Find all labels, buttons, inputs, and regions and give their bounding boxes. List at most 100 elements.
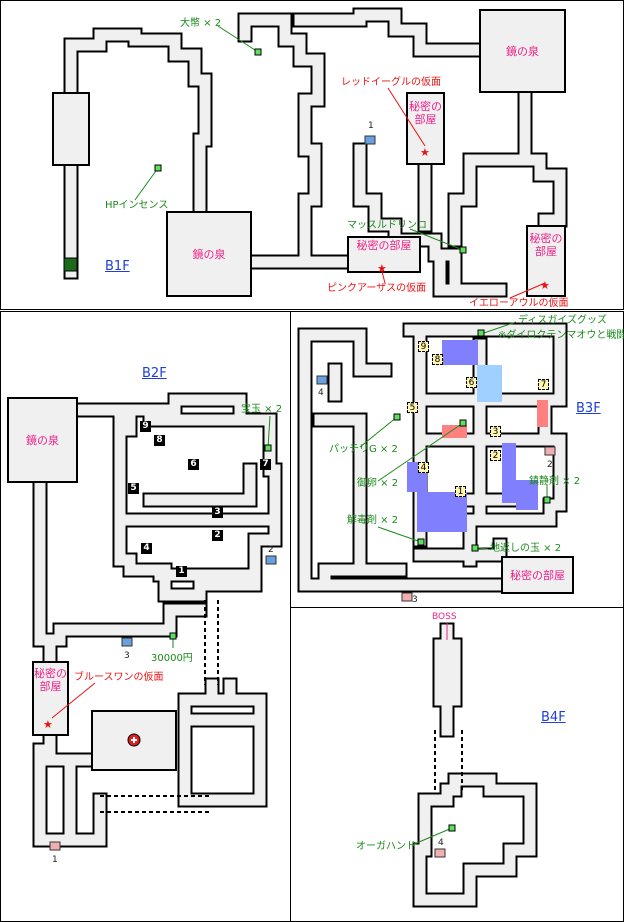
stairs-icon[interactable] <box>265 555 277 565</box>
floor-label-b3f[interactable]: B3F <box>576 401 601 416</box>
b2f-hidden-passage <box>204 600 219 685</box>
floor-zone <box>477 365 502 402</box>
switch-9[interactable]: 9 <box>140 421 151 432</box>
switch-2[interactable]: 2 <box>212 530 223 541</box>
item-marker[interactable] <box>169 632 177 640</box>
b2f-spring: 鏡の泉 <box>26 434 59 447</box>
stair-number: 1 <box>368 121 374 131</box>
room <box>7 397 78 483</box>
floor-label-b2f[interactable]: B2F <box>142 366 167 381</box>
item-label: HPインセンス <box>105 200 169 211</box>
corridor-floor <box>299 414 511 591</box>
stair-number: 2 <box>268 545 274 555</box>
corridor-floor <box>144 464 256 506</box>
mask-label: ブルースワンの仮面 <box>74 672 164 683</box>
switch-2[interactable]: 2 <box>490 450 501 461</box>
leader-line <box>483 321 517 334</box>
corridor-floor <box>414 434 566 566</box>
stairs-icon[interactable] <box>49 841 61 851</box>
star-icon: ★ <box>420 146 430 159</box>
item-marker[interactable] <box>471 544 479 552</box>
item-label: パッチリG × 2 <box>329 444 398 455</box>
switch-3[interactable]: 3 <box>212 507 223 518</box>
switch-4[interactable]: 4 <box>141 543 152 554</box>
corridor-floor <box>464 154 566 232</box>
stairs-icon[interactable] <box>364 135 376 145</box>
switch-1[interactable]: 1 <box>176 566 187 577</box>
item-marker[interactable] <box>264 444 272 452</box>
mask-label: ピンクアーザスの仮面 <box>327 283 427 294</box>
b4f-hidden-passage <box>434 730 463 790</box>
b1f-secret-room: 秘密の 部屋 <box>529 232 563 258</box>
item-label: 宝玉 × 2 <box>241 404 283 415</box>
cross-icon <box>131 737 137 743</box>
stair-number: 4 <box>438 838 444 848</box>
switch-9[interactable]: 9 <box>418 341 429 352</box>
stair-number: 3 <box>412 595 418 605</box>
floor-zone <box>537 400 548 427</box>
floor-zone <box>442 425 467 438</box>
corridor-floor <box>449 154 476 246</box>
switch-8[interactable]: 8 <box>154 435 165 446</box>
item-marker[interactable] <box>154 164 162 172</box>
leader-line <box>409 228 464 251</box>
mask-label: イエローアウルの仮面 <box>469 298 569 309</box>
corridor-floor <box>294 9 486 56</box>
floor-label-b1f[interactable]: B1F <box>105 259 130 274</box>
floor-zone <box>417 492 467 532</box>
stairs-icon[interactable] <box>121 637 133 647</box>
floor-label-b4f[interactable]: B4F <box>541 710 566 725</box>
item-marker[interactable] <box>254 48 262 56</box>
stairs-icon[interactable] <box>401 592 413 602</box>
corridor-floor <box>299 329 391 421</box>
item-marker[interactable] <box>477 329 485 337</box>
corridor-floor <box>414 539 506 561</box>
item-marker[interactable] <box>459 246 467 254</box>
item-label: 30000円 <box>151 653 193 664</box>
stairs-icon[interactable] <box>316 375 328 385</box>
b3f-secret-room: 秘密の部屋 <box>510 569 565 582</box>
item-marker[interactable] <box>448 824 456 832</box>
corridor-floor <box>65 29 211 218</box>
leader-line <box>134 167 159 201</box>
item-label: 解毒剤 × 2 <box>347 515 399 526</box>
stairs-icon[interactable] <box>434 848 446 858</box>
corridor-floor <box>239 14 351 268</box>
item-marker[interactable] <box>393 413 401 421</box>
item-label: 地返しの玉 × 2 <box>490 543 562 554</box>
item-label: 鎮静剤 × 2 <box>529 476 581 487</box>
switch-5[interactable]: 5 <box>407 402 418 413</box>
corridor-floor <box>114 394 281 601</box>
b1f-secret-room: 秘密の 部屋 <box>409 100 442 126</box>
corridor-floor <box>414 774 536 906</box>
switch-7[interactable]: 7 <box>538 379 549 390</box>
switch-7[interactable]: 7 <box>260 459 271 470</box>
switch-5[interactable]: 5 <box>128 483 139 494</box>
switch-1[interactable]: 1 <box>455 486 466 497</box>
corridor-floor <box>34 476 206 646</box>
switch-3[interactable]: 3 <box>490 426 501 437</box>
mask-label: レッドイーグルの仮面 <box>341 77 441 88</box>
item-marker[interactable] <box>543 496 551 504</box>
b2f-hidden-passage <box>100 795 210 813</box>
leader-line <box>51 682 96 719</box>
leader-line <box>377 526 422 543</box>
room <box>52 92 90 166</box>
item-label: 御卵 × 2 <box>357 478 399 489</box>
stair-number: 2 <box>547 460 553 470</box>
exit-icon[interactable] <box>63 257 78 272</box>
b1f-secret-room: 秘密の部屋 <box>356 239 412 252</box>
item-marker[interactable] <box>417 538 425 546</box>
switch-4[interactable]: 4 <box>418 462 429 473</box>
corridor-floor <box>314 414 366 566</box>
switch-6[interactable]: 6 <box>188 459 199 470</box>
room <box>32 661 69 736</box>
item-marker[interactable] <box>459 419 467 427</box>
floor-zone <box>502 443 516 503</box>
star-icon: ★ <box>43 718 53 731</box>
switch-6[interactable]: 6 <box>466 377 477 388</box>
switch-8[interactable]: 8 <box>432 354 443 365</box>
leader-line <box>359 416 398 448</box>
leader-line <box>217 25 259 53</box>
stairs-icon[interactable] <box>544 446 556 456</box>
